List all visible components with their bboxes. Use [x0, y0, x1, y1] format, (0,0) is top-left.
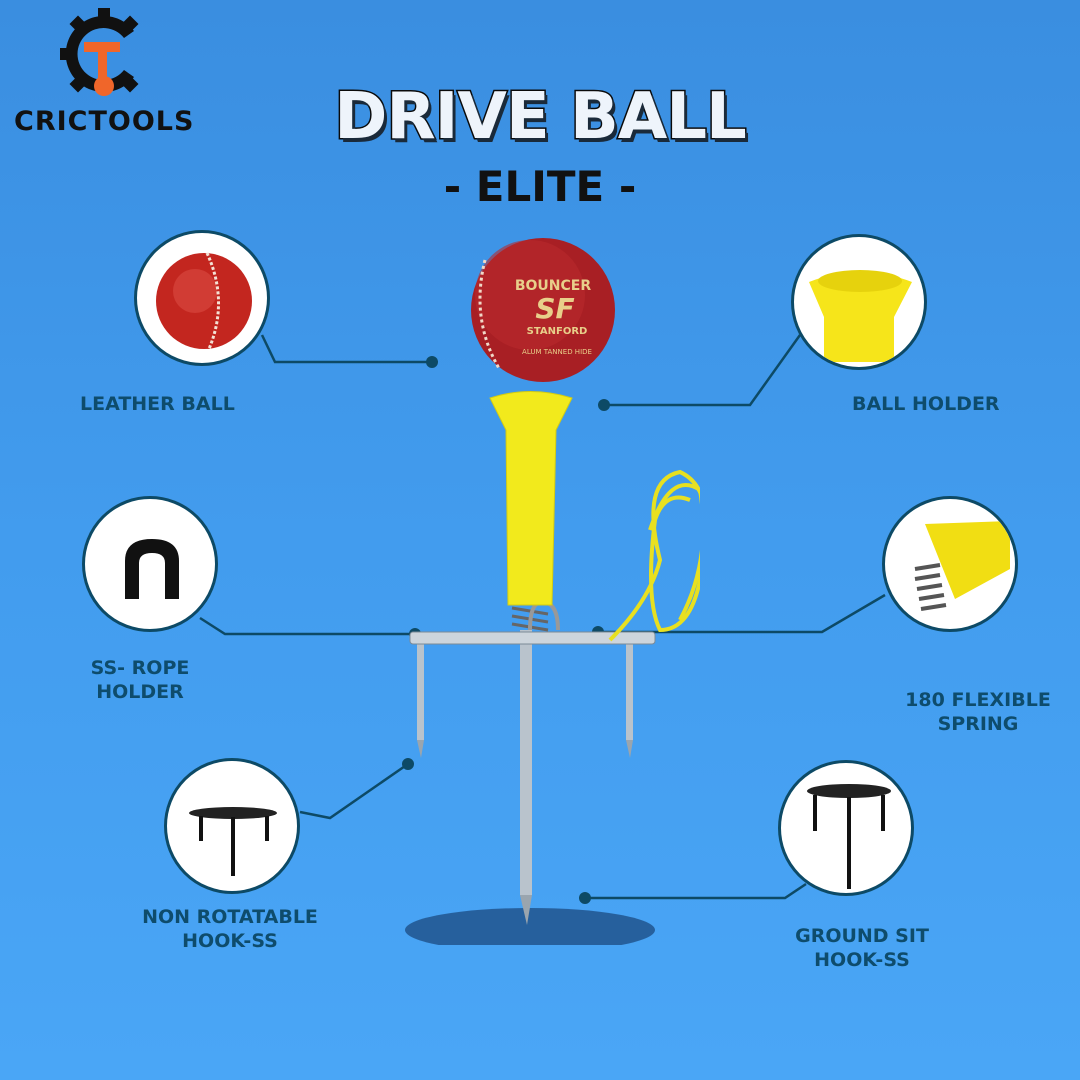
three-prong-hook-icon [189, 807, 277, 876]
ground-sit-hook-thumbnail [778, 760, 914, 896]
spring-thumbnail [882, 496, 1018, 632]
leather-ball-thumbnail [134, 230, 270, 366]
label-line: SS- ROPE [90, 657, 190, 679]
drive-ball-product-image: BOUNCER SF STANFORD ALUM TANNED HIDE [405, 238, 700, 945]
ball-holder-cup-icon [809, 270, 912, 362]
label-line: GROUND SIT [795, 925, 929, 947]
rope-holder-thumbnail [82, 496, 218, 632]
ball-material-text: ALUM TANNED HIDE [522, 348, 592, 356]
label-line: 180 FLEXIBLE [905, 689, 1051, 711]
leather-ball-icon [156, 252, 252, 350]
label-line: LEATHER BALL [80, 393, 235, 415]
label-line: HOOK-SS [814, 949, 910, 971]
label-leather-ball: LEATHER BALL [80, 392, 235, 416]
non-rotatable-hook-thumbnail [164, 758, 300, 894]
ground-hook-icon [807, 784, 891, 889]
label-line: BALL HOLDER [852, 393, 1000, 415]
page-subtitle: - ELITE - [443, 162, 637, 211]
gear-bat-ball-logo-icon [60, 8, 139, 96]
ball-brand-text: BOUNCER [515, 278, 591, 294]
u-shape-holder-icon [125, 539, 179, 599]
label-ball-holder: BALL HOLDER [852, 392, 1000, 416]
label-line: HOOK-SS [182, 930, 278, 952]
label-line: HOLDER [96, 681, 184, 703]
label-line: NON ROTATABLE [142, 906, 318, 928]
spring-icon [914, 521, 1010, 611]
ball-logo-text: SF [535, 292, 574, 325]
page-title: DRIVE BALL [333, 79, 749, 156]
ball-maker-text: STANFORD [527, 326, 588, 337]
label-line: SPRING [937, 713, 1019, 735]
brand-name: CRICTOOLS [14, 106, 195, 137]
ball-holder-thumbnail [791, 234, 927, 370]
